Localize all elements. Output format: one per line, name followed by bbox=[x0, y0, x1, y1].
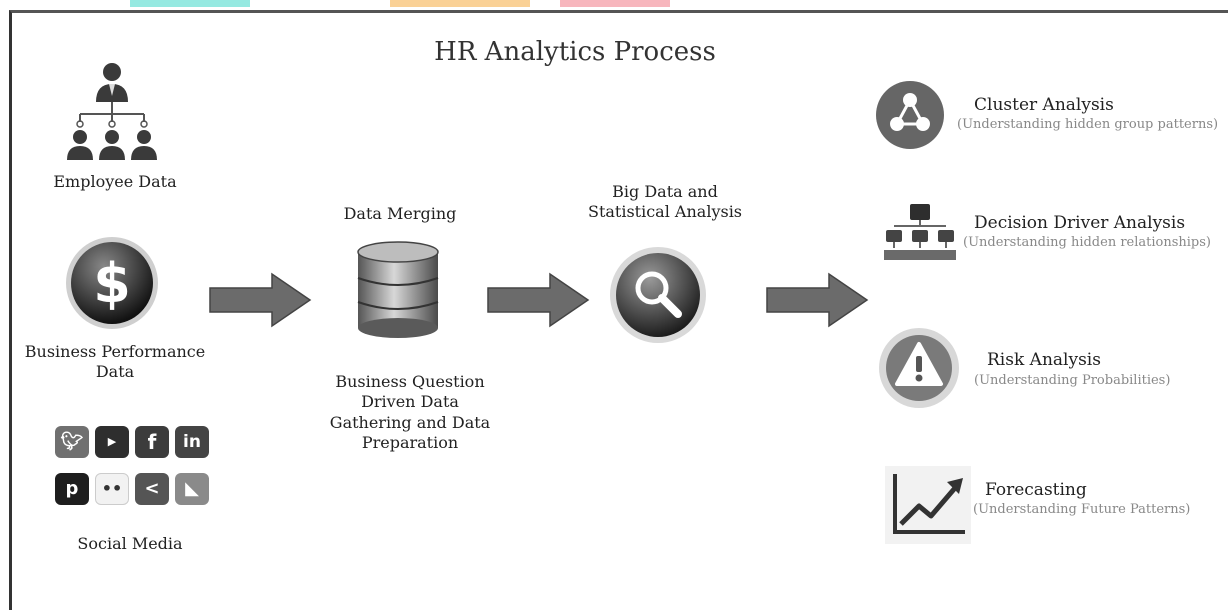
linkedin-icon: in bbox=[175, 426, 209, 458]
forecasting-title: Forecasting bbox=[985, 480, 1087, 500]
business-performance-line-1: Business Performance bbox=[24, 342, 206, 361]
svg-text:$: $ bbox=[93, 252, 131, 315]
data-merging-label: Data Merging bbox=[343, 204, 457, 223]
cluster-icon bbox=[876, 81, 944, 149]
data-preparation-line-4: Preparation bbox=[361, 433, 459, 453]
arrow-right-icon bbox=[766, 272, 869, 328]
youtube-icon: ▶ bbox=[95, 426, 129, 458]
dollar-icon: $ bbox=[66, 237, 158, 329]
database-icon bbox=[357, 241, 439, 338]
warning-icon bbox=[879, 328, 959, 408]
decision-driver-title: Decision Driver Analysis bbox=[974, 213, 1186, 233]
org-chart-icon bbox=[67, 63, 157, 160]
diagram-title: HR Analytics Process bbox=[434, 37, 716, 67]
hierarchy-icon bbox=[884, 204, 956, 260]
risk-analysis-title: Risk Analysis bbox=[987, 350, 1101, 370]
employee-data-label: Employee Data bbox=[53, 172, 177, 191]
arrow-right-icon bbox=[487, 272, 590, 328]
data-preparation-text: Business Question Driven Data Gathering … bbox=[310, 372, 510, 454]
risk-analysis-subtitle: (Understanding Probabilities) bbox=[974, 373, 1171, 388]
flickr-icon: •• bbox=[95, 473, 129, 505]
magnifier-icon bbox=[610, 247, 706, 343]
pinterest-icon: p bbox=[55, 473, 89, 505]
data-preparation-line-1: Business Question bbox=[335, 372, 485, 391]
big-data-line-2: Statistical Analysis bbox=[587, 202, 743, 222]
forecasting-subtitle: (Understanding Future Patterns) bbox=[973, 502, 1191, 517]
share-icon: < bbox=[135, 473, 169, 505]
social-media-label: Social Media bbox=[77, 534, 183, 553]
twitter-icon: 🐦︎ bbox=[55, 426, 89, 458]
rss-icon: ◣ bbox=[175, 473, 209, 505]
big-data-line-1: Big Data and bbox=[612, 182, 718, 201]
diagram-frame bbox=[9, 10, 1228, 610]
facebook-icon: f bbox=[135, 426, 169, 458]
top-decoration-pink bbox=[560, 0, 670, 7]
business-performance-line-2: Data bbox=[95, 362, 135, 382]
data-preparation-line-3: Gathering and Data bbox=[329, 412, 491, 432]
top-decoration-teal bbox=[130, 0, 250, 7]
cluster-analysis-title: Cluster Analysis bbox=[974, 95, 1114, 115]
trend-chart-icon bbox=[885, 466, 971, 544]
cluster-analysis-subtitle: (Understanding hidden group patterns) bbox=[957, 117, 1219, 132]
business-performance-label: Business Performance Data bbox=[20, 342, 210, 383]
top-decoration-orange bbox=[390, 0, 530, 7]
big-data-label: Big Data and Statistical Analysis bbox=[570, 182, 760, 223]
data-preparation-line-2: Driven Data bbox=[361, 392, 459, 412]
arrow-right-icon bbox=[209, 272, 312, 328]
decision-driver-subtitle: (Understanding hidden relationships) bbox=[963, 235, 1211, 250]
